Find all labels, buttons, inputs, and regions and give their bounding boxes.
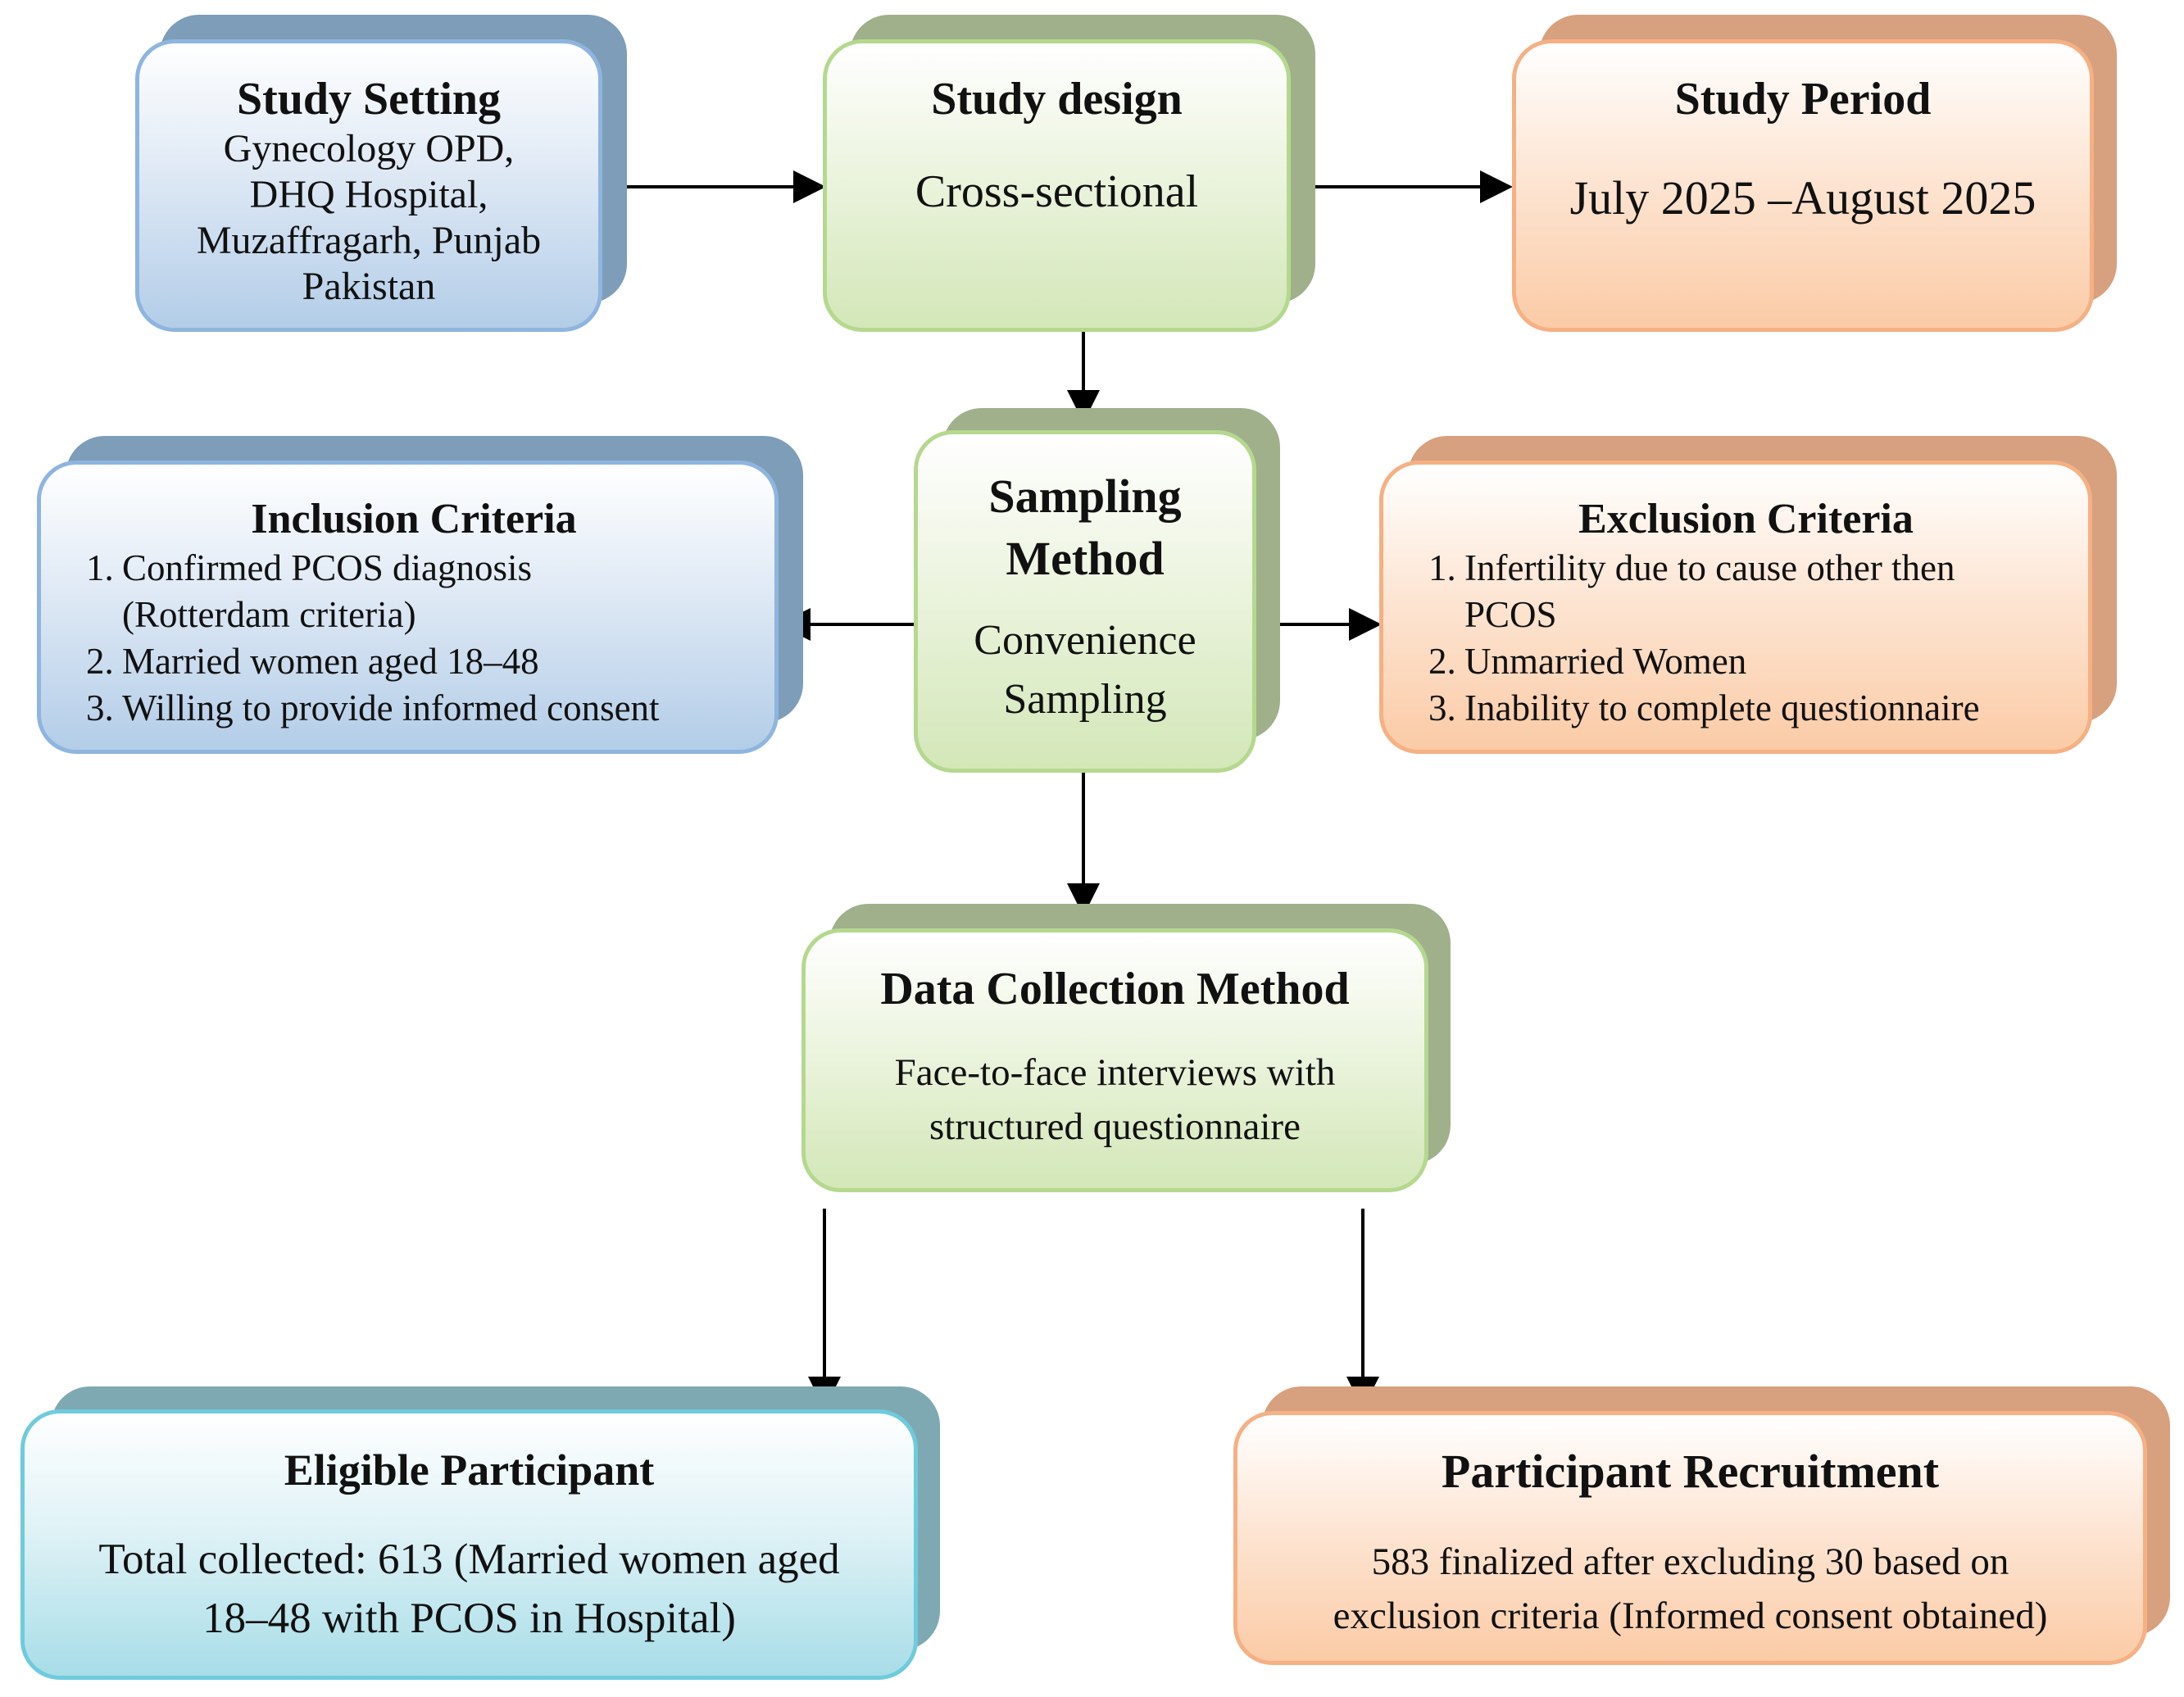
data-collection-line: structured questionnaire (929, 1105, 1301, 1148)
sampling-box: Sampling Method Convenience Sampling (914, 430, 1256, 773)
study-period-title: Study Period (1674, 74, 1932, 125)
recruitment-line: 583 finalized after excluding 30 based o… (1371, 1540, 2009, 1583)
inclusion-item: 3. Willing to provide informed consent (86, 685, 742, 732)
study-setting-line: DHQ Hospital, (249, 173, 488, 216)
inclusion-item-text: Confirmed PCOS diagnosis (122, 547, 533, 588)
study-design-title: Study design (931, 74, 1183, 125)
exclusion-item-text: Inability to complete questionnaire (1464, 687, 1980, 728)
inclusion-item-num: 2. (86, 641, 114, 682)
inclusion-item-num: 3. (86, 687, 114, 728)
inclusion-list: 1. Confirmed PCOS diagnosis (Rotterdam cr… (86, 545, 742, 732)
inclusion-item-text: Willing to provide informed consent (122, 687, 660, 728)
study-design-box: Study design Cross-sectional (823, 39, 1291, 332)
study-setting-line: Muzaffragarh, Punjab (196, 219, 542, 262)
data-collection-title: Data Collection Method (880, 964, 1350, 1014)
recruitment-title: Participant Recruitment (1441, 1445, 1940, 1498)
eligible-box: Eligible Participant Total collected: 61… (20, 1409, 918, 1680)
exclusion-item-num: 1. (1428, 547, 1456, 588)
sampling-value: Sampling (1003, 676, 1167, 723)
study-setting-title: Study Setting (236, 74, 502, 125)
recruitment-box: Participant Recruitment 583 finalized af… (1233, 1411, 2147, 1665)
study-setting-box: Study Setting Gynecology OPD, DHQ Hospit… (135, 39, 602, 332)
exclusion-item-num: 2. (1428, 641, 1456, 682)
exclusion-item-text: PCOS (1464, 594, 1557, 635)
sampling-value: Convenience (974, 617, 1196, 664)
eligible-line: Total collected: 613 (Married women aged (98, 1536, 840, 1583)
inclusion-item-text: (Rotterdam criteria) (122, 594, 416, 635)
eligible-title: Eligible Participant (284, 1445, 655, 1495)
exclusion-item-text: Infertility due to cause other then (1464, 547, 1955, 588)
study-period-value: July 2025 –August 2025 (1569, 171, 2036, 225)
inclusion-item-text: Married women aged 18–48 (122, 641, 539, 682)
exclusion-item-text: Unmarried Women (1464, 641, 1747, 682)
eligible-line: 18–48 with PCOS in Hospital) (202, 1595, 736, 1642)
study-period-box: Study Period July 2025 –August 2025 (1512, 39, 2094, 332)
inclusion-item: 1. Confirmed PCOS diagnosis (Rotterdam cr… (86, 545, 742, 638)
data-collection-box: Data Collection Method Face-to-face inte… (801, 928, 1428, 1192)
sampling-title: Sampling (988, 470, 1182, 523)
exclusion-title: Exclusion Criteria (1578, 496, 1914, 542)
study-setting-line: Gynecology OPD, (223, 127, 515, 170)
recruitment-line: exclusion criteria (Informed consent obt… (1333, 1595, 2048, 1637)
study-setting-line: Pakistan (302, 265, 436, 308)
study-design-value: Cross-sectional (915, 166, 1199, 217)
inclusion-item: 2. Married women aged 18–48 (86, 638, 742, 685)
exclusion-item: 2. Unmarried Women (1428, 638, 2064, 685)
exclusion-item-num: 3. (1428, 687, 1456, 728)
inclusion-box: Inclusion Criteria 1. Confirmed PCOS dia… (37, 461, 779, 754)
inclusion-item-num: 1. (86, 547, 114, 588)
exclusion-box: Exclusion Criteria 1. Infertility due to… (1379, 461, 2092, 754)
exclusion-item: 3. Inability to complete questionnaire (1428, 685, 2064, 732)
inclusion-title: Inclusion Criteria (251, 496, 577, 542)
data-collection-line: Face-to-face interviews with (894, 1051, 1336, 1094)
sampling-title: Method (1006, 532, 1165, 585)
